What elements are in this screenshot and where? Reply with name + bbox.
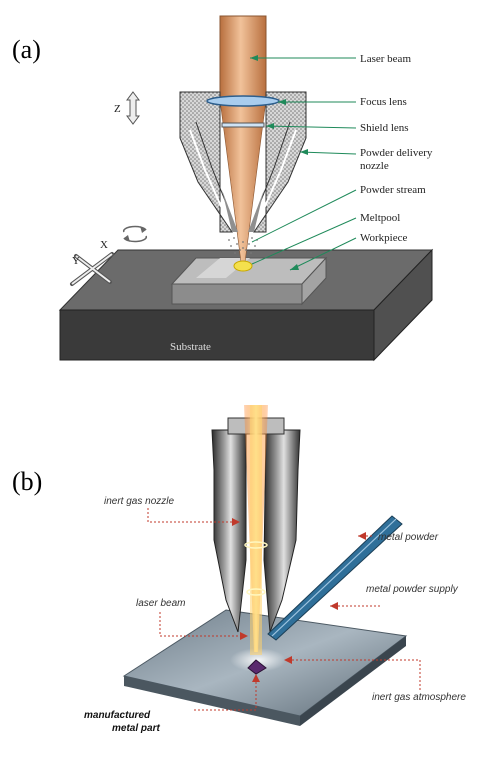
label-manufactured: manufactured (84, 710, 151, 721)
panel-b-tag: (b) (12, 467, 42, 496)
metal-powder-feed (267, 515, 403, 641)
manufactured-part (247, 659, 267, 675)
label-nozzle: nozzle (360, 160, 389, 172)
z-axis-arrow-icon (126, 91, 140, 125)
axis-x-label: X (100, 239, 108, 251)
label-focus-lens: Focus lens (360, 96, 407, 108)
label-metal-part: metal part (112, 723, 160, 734)
label-powder-stream: Powder stream (360, 184, 426, 196)
inert-gas-nozzle (211, 417, 301, 633)
workpiece (170, 256, 328, 306)
label-inert-gas-atmosphere: inert gas atmosphere (372, 692, 466, 703)
powder-stream (228, 237, 258, 254)
label-laser-beam: Laser beam (360, 53, 411, 65)
label-shield-lens: Shield lens (360, 122, 409, 134)
axis-y-label: Y (72, 255, 80, 267)
label-workpiece: Workpiece (360, 232, 407, 244)
leader-lines-a (250, 57, 357, 271)
focus-lens (206, 95, 280, 107)
label-metal-powder-supply: metal powder supply (366, 584, 459, 595)
label-metal-powder: metal powder (378, 532, 439, 543)
label-meltpool: Meltpool (360, 212, 400, 224)
meltpool (233, 260, 253, 272)
shield-lens (221, 122, 265, 128)
rotation-icon (122, 225, 148, 243)
label-laser-beam-b: laser beam (136, 598, 185, 609)
substrate (58, 248, 434, 362)
axis-z-label: Z (114, 103, 121, 115)
label-powder-delivery: Powder delivery (360, 147, 433, 159)
substrate-label: Substrate (170, 341, 211, 353)
panel-a-tag: (a) (12, 35, 41, 64)
label-inert-gas-nozzle: inert gas nozzle (104, 496, 174, 507)
inert-gas-glow (230, 648, 286, 672)
